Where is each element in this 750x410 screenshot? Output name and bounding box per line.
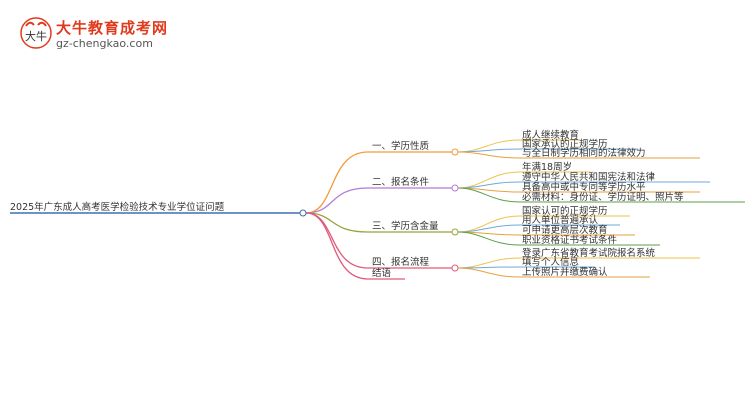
leaf-label: 用人单位普遍承认	[522, 214, 599, 226]
branch-collapse-handle[interactable]	[451, 184, 459, 192]
leaf-label: 具备高中或中专同等学历水平	[522, 181, 646, 193]
leaf-link	[457, 187, 521, 203]
branch-label: 结语	[372, 267, 392, 279]
branch-link	[305, 212, 369, 280]
leaf-label: 必需材料：身份证、学历证明、照片等	[522, 191, 684, 203]
leaf-link	[457, 181, 521, 189]
leaf-link	[457, 267, 521, 278]
bull-logo-icon: 大牛	[20, 17, 52, 49]
leaf-link	[457, 257, 521, 269]
leaf-link	[457, 215, 521, 233]
leaf-link	[457, 231, 521, 246]
branch-collapse-handle[interactable]	[451, 228, 459, 236]
leaf-label: 成人继续教育	[522, 129, 579, 141]
branch-collapse-handle[interactable]	[451, 148, 459, 156]
leaf-link	[457, 148, 521, 153]
root-collapse-handle[interactable]	[299, 209, 307, 217]
logo-title: 大牛教育成考网	[56, 19, 169, 37]
leaf-label: 国家承认的正规学历	[522, 138, 608, 150]
logo-url: gz-chengkao.com	[56, 37, 153, 50]
leaf-label: 与全日制学历相同的法律效力	[522, 147, 646, 159]
leaf-link	[457, 171, 521, 189]
branch-link	[305, 212, 369, 233]
leaf-label: 遵守中华人民共和国宪法和法律	[522, 171, 656, 183]
mind-map-links	[10, 139, 745, 280]
branch-link	[305, 151, 369, 214]
logo-mark-text: 大牛	[25, 29, 47, 43]
leaf-label: 职业资格证书考试条件	[522, 234, 618, 246]
branch-label: 三、学历含金量	[372, 220, 439, 232]
branch-label: 一、学历性质	[372, 140, 430, 152]
mind-map-nodes: 2025年广东成人高考医学检验技术专业学位证问题 一、学历性质 成人继续教育国家承认…	[10, 129, 684, 279]
leaf-label: 填写个人信息	[522, 256, 579, 268]
leaf-link	[457, 151, 521, 159]
leaf-label: 上传照片并缴费确认	[522, 266, 608, 278]
leaf-label: 可申请更高层次教育	[522, 224, 608, 236]
branch-collapse-handle[interactable]	[451, 264, 459, 272]
branch-label: 四、报名流程	[372, 256, 430, 268]
branch-link	[305, 187, 369, 214]
site-logo[interactable]: 大牛 大牛教育成考网 gz-chengkao.com	[20, 16, 167, 52]
root-node-label: 2025年广东成人高考医学检验技术专业学位证问题	[10, 201, 225, 213]
branch-label: 二、报名条件	[372, 176, 430, 188]
leaf-label: 登录广东省教育考试院报名系统	[522, 247, 656, 259]
leaf-label: 国家认可的正规学历	[522, 205, 608, 217]
leaf-label: 年满18周岁	[522, 161, 572, 173]
branch-link	[305, 212, 369, 269]
